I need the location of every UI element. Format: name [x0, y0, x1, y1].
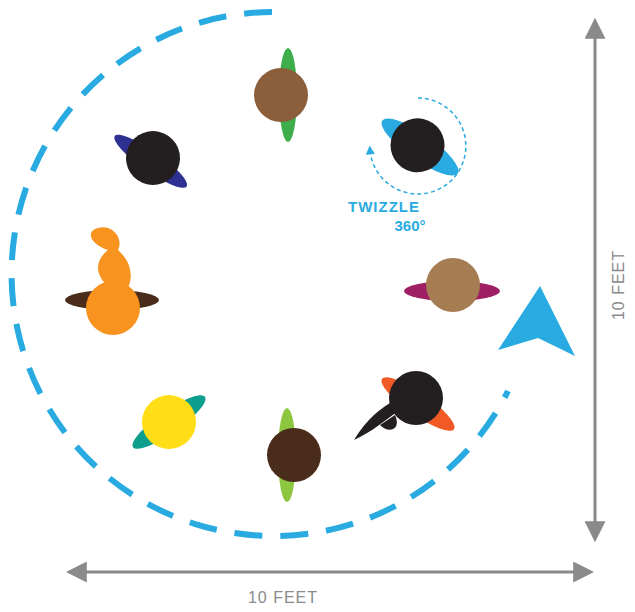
dimension-label: 10 FEET — [245, 590, 321, 606]
dancer — [65, 227, 159, 335]
dancer — [117, 375, 220, 470]
height-dimension — [594, 22, 597, 538]
dancer — [254, 48, 308, 142]
dancer — [267, 408, 321, 502]
dancer — [354, 370, 460, 440]
twizzle-dancer — [367, 98, 473, 196]
move-label: TWIZZLE — [345, 199, 423, 214]
width-dimension — [70, 571, 590, 574]
dimension-label: 10 FEET — [611, 247, 627, 323]
travel-path — [12, 12, 508, 536]
dancer — [101, 111, 204, 206]
move-label: 360° — [391, 218, 428, 233]
direction-arrow — [498, 286, 575, 356]
dancer — [404, 258, 500, 312]
